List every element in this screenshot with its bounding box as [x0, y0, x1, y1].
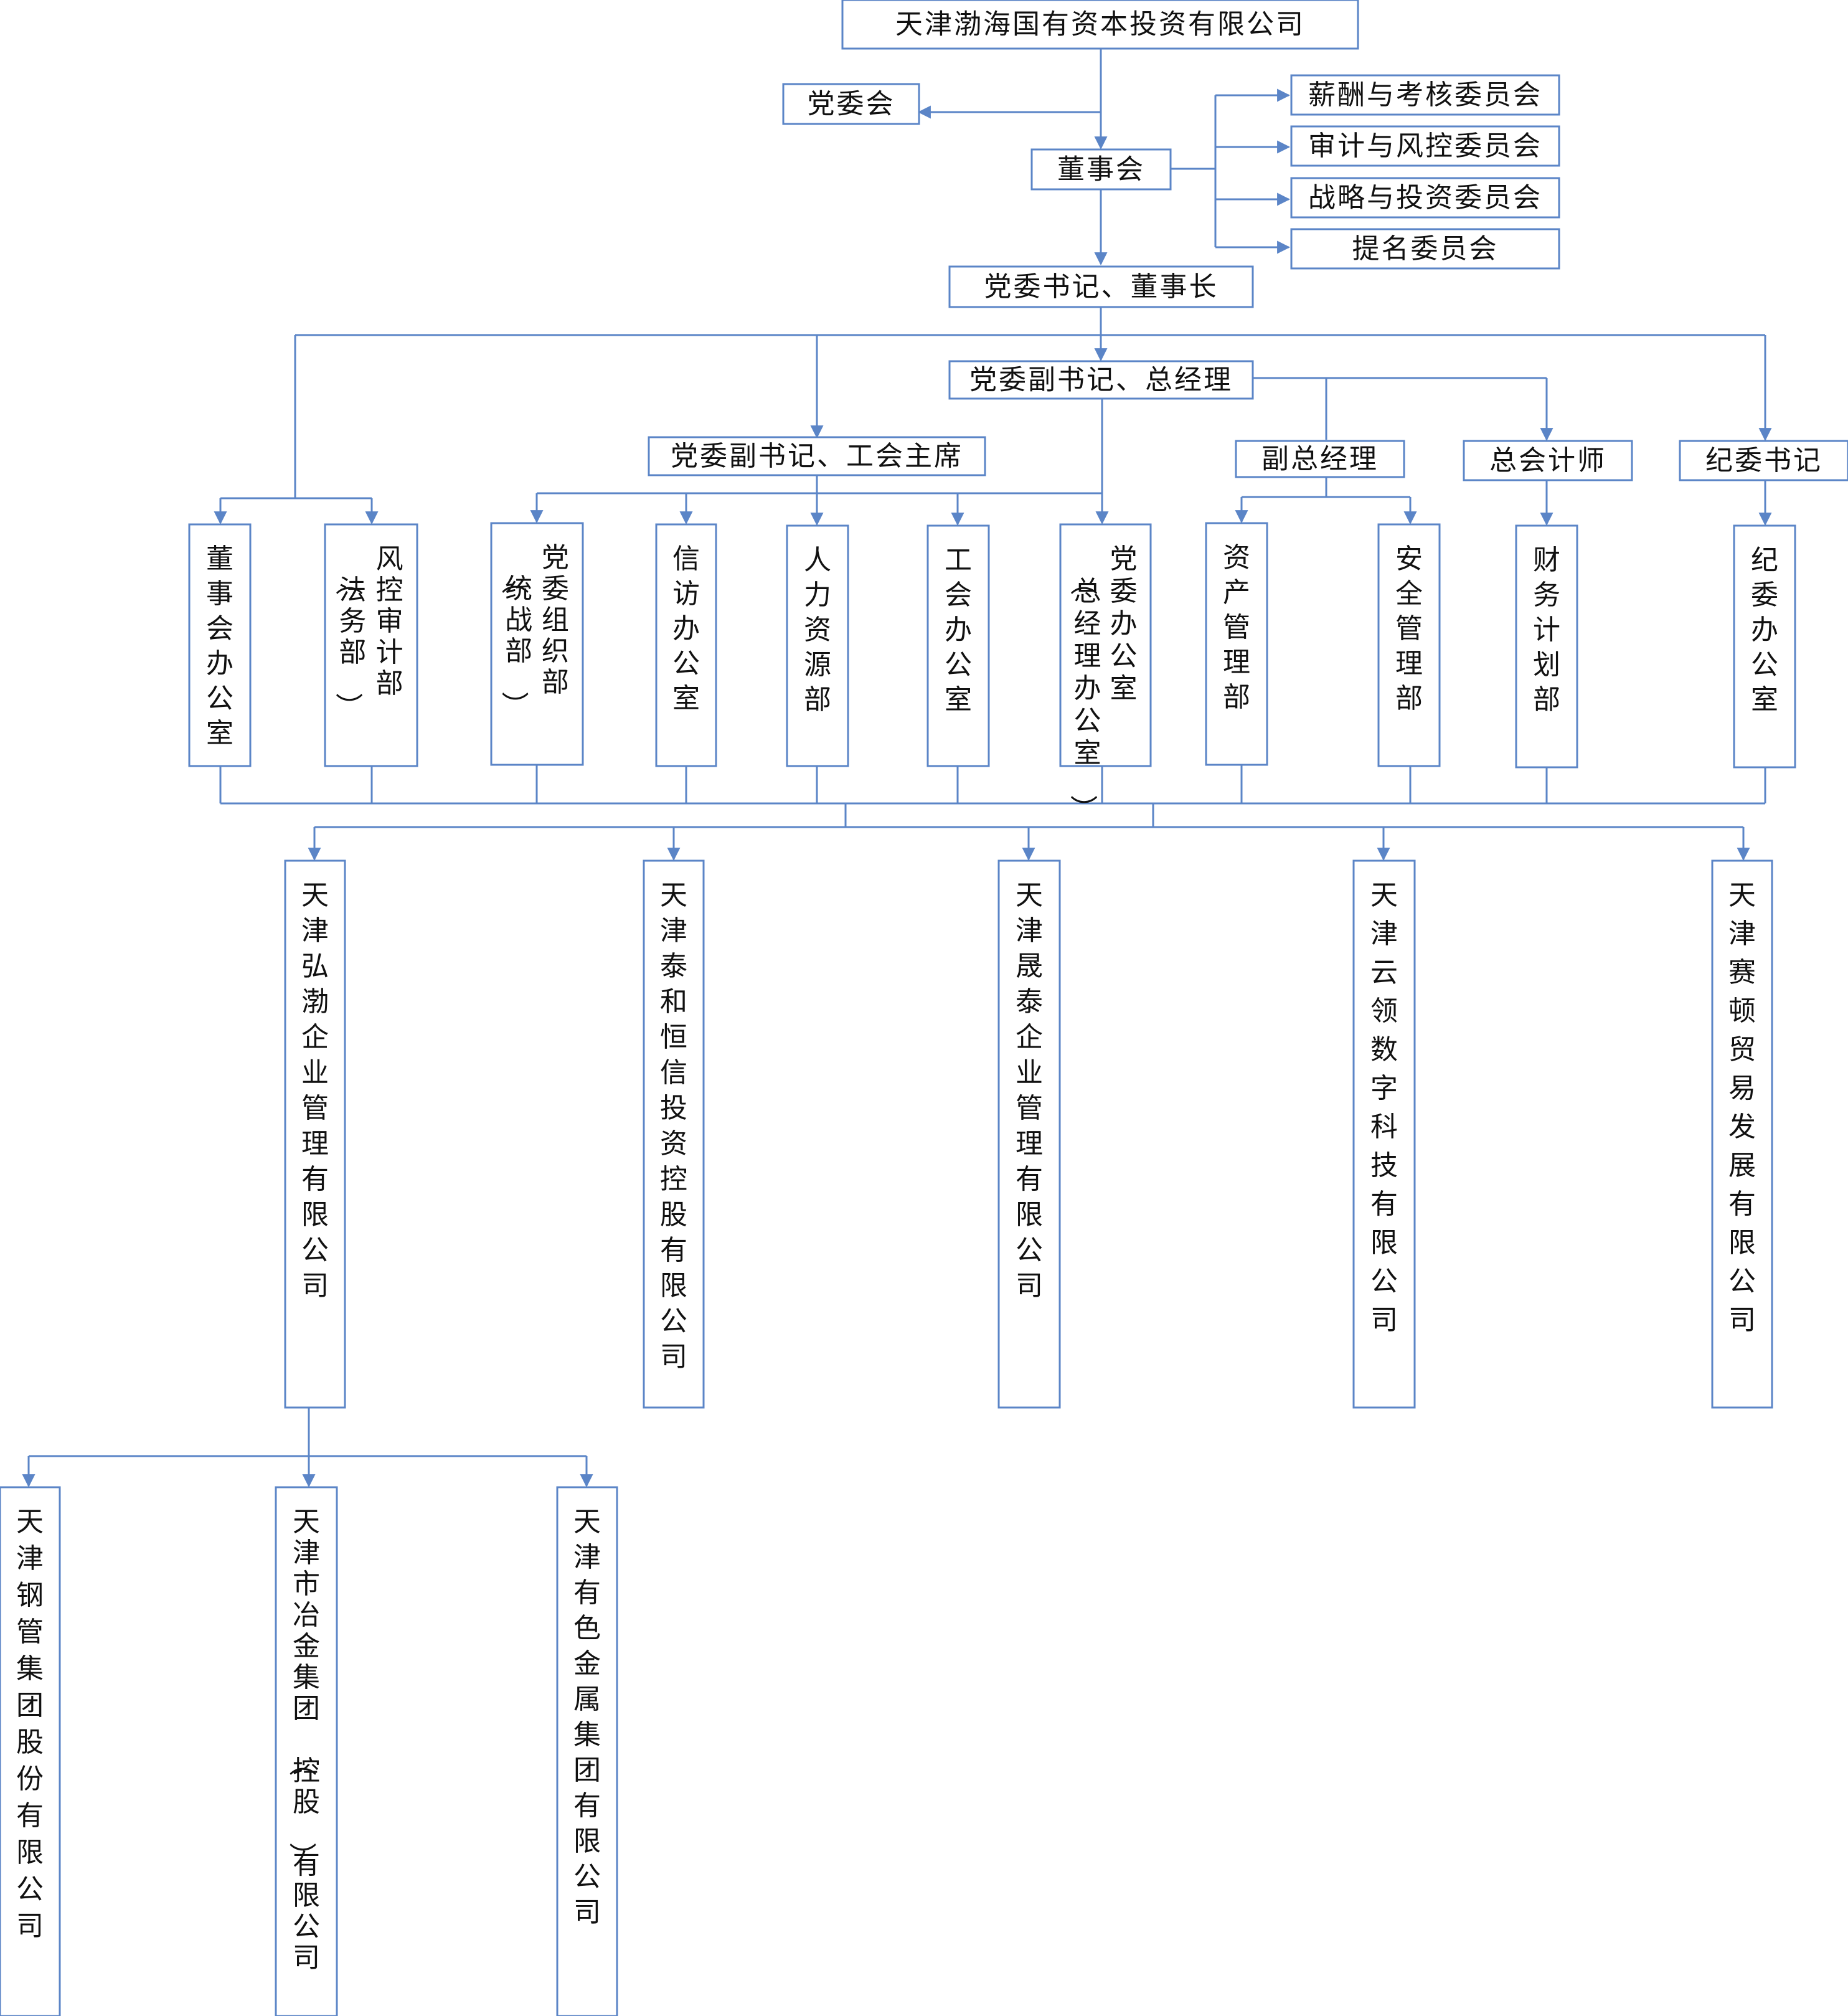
node-box	[556, 1486, 618, 2016]
node-label: 党委办公室（总经理办公室）	[1067, 543, 1138, 822]
node-box	[1030, 148, 1172, 191]
node-dept-petition: 信访办公室	[655, 523, 717, 767]
node-box	[1352, 859, 1416, 1409]
node-box	[1733, 524, 1796, 769]
node-dept-finance: 财务计划部	[1515, 524, 1578, 769]
node-deputy-secretary-union: 党委副书记、工会主席	[648, 436, 986, 476]
node-label: 董事会	[1057, 154, 1145, 186]
node-dept-discipline: 纪委办公室	[1733, 524, 1796, 769]
node-box	[1679, 440, 1848, 481]
node-box	[1515, 524, 1578, 769]
node-secretary-chairman: 党委书记、董事长	[948, 265, 1254, 308]
node-box	[786, 524, 849, 767]
node-box	[948, 360, 1254, 400]
node-label: 天津市冶金集团（控股）有限公司	[286, 1506, 320, 1974]
node-label: 副总经理	[1261, 443, 1379, 475]
node-discipline-secretary: 纪委书记	[1679, 440, 1848, 481]
node-label: 资产管理部	[1223, 542, 1250, 713]
node-label: 天津弘渤企业管理有限公司	[301, 879, 329, 1302]
node-label: 总会计师	[1489, 445, 1606, 476]
node-box	[1377, 523, 1441, 767]
node-box	[284, 859, 346, 1409]
node-box	[0, 1486, 61, 2016]
node-label: 党委副书记、工会主席	[671, 440, 963, 472]
node-box	[841, 0, 1359, 50]
node-box	[1463, 440, 1633, 481]
node-box	[948, 265, 1254, 308]
node-box	[1059, 523, 1152, 767]
node-dept-safety: 安全管理部	[1377, 523, 1441, 767]
node-box	[648, 436, 986, 476]
node-dept-assets: 资产管理部	[1205, 522, 1268, 766]
node-label: 党委书记、董事长	[984, 271, 1219, 303]
node-label: 风控审计部（法务部）	[332, 543, 403, 720]
node-company: 天津渤海国有资本投资有限公司	[841, 0, 1359, 50]
node-box	[1290, 177, 1560, 219]
node-label: 安全管理部	[1395, 543, 1423, 714]
connector-lines	[22, 49, 1772, 1488]
node-label: 党委组织部（统战部）	[498, 542, 569, 719]
node-label: 审计与风控委员会	[1308, 130, 1542, 162]
node-box	[643, 859, 705, 1409]
node-label: 党委会	[808, 88, 895, 120]
node-label: 薪酬与考核委员会	[1308, 79, 1542, 111]
node-box	[1290, 125, 1560, 167]
node-deputy-secretary-gm: 党委副书记、总经理	[948, 360, 1254, 400]
node-chief-accountant: 总会计师	[1463, 440, 1633, 481]
node-box	[275, 1486, 338, 2016]
node-box	[188, 523, 252, 767]
node-label: 天津渤海国有资本投资有限公司	[895, 9, 1305, 40]
node-label: 天津晟泰企业管理有限公司	[1016, 879, 1043, 1302]
node-sub-hongbo: 天津弘渤企业管理有限公司	[284, 859, 346, 1409]
node-deputy-gm: 副总经理	[1235, 440, 1405, 478]
node-label: 天津钢管集团股份有限公司	[16, 1506, 44, 1942]
node-label: 天津赛顿贸易发展有限公司	[1728, 879, 1756, 1336]
node-label: 纪委书记	[1705, 445, 1822, 476]
node-board: 董事会	[1030, 148, 1172, 191]
node-box	[1205, 522, 1268, 766]
node-label: 天津泰和恒信投资控股有限公司	[660, 879, 687, 1373]
node-sub-nonferrous: 天津有色金属集团有限公司	[556, 1486, 618, 2016]
node-sub-metallurgy: 天津市冶金集团（控股）有限公司	[275, 1486, 338, 2016]
node-label: 提名委员会	[1352, 233, 1499, 265]
node-box	[324, 523, 418, 767]
node-sub-taihe: 天津泰和恒信投资控股有限公司	[643, 859, 705, 1409]
node-label: 战略与投资委员会	[1308, 182, 1542, 214]
node-label: 党委副书记、总经理	[969, 364, 1233, 396]
node-dept-party-org: 党委组织部（统战部）	[490, 522, 584, 766]
node-sub-shengtai: 天津晟泰企业管理有限公司	[997, 859, 1061, 1409]
node-party-committee: 党委会	[782, 83, 920, 125]
node-label: 董事会办公室	[206, 543, 233, 749]
node-label: 信访办公室	[672, 543, 700, 714]
node-committee-salary: 薪酬与考核委员会	[1290, 74, 1560, 116]
node-sub-saidun: 天津赛顿贸易发展有限公司	[1711, 859, 1773, 1409]
node-box	[1711, 859, 1773, 1409]
node-dept-union-office: 工会办公室	[926, 524, 990, 767]
node-box	[1290, 74, 1560, 116]
node-dept-hr: 人力资源部	[786, 524, 849, 767]
node-sub-steel-pipe: 天津钢管集团股份有限公司	[0, 1486, 61, 2016]
node-box	[655, 523, 717, 767]
node-committee-audit: 审计与风控委员会	[1290, 125, 1560, 167]
node-label: 财务计划部	[1533, 544, 1560, 716]
node-box	[782, 83, 920, 125]
node-box	[490, 522, 584, 766]
node-box	[1290, 228, 1560, 270]
node-label: 工会办公室	[945, 544, 972, 716]
node-committee-strategy: 战略与投资委员会	[1290, 177, 1560, 219]
node-box	[1235, 440, 1405, 478]
node-dept-board-office: 董事会办公室	[188, 523, 252, 767]
node-dept-party-office: 党委办公室（总经理办公室）	[1059, 523, 1152, 822]
node-label: 天津云领数字科技有限公司	[1370, 879, 1398, 1336]
node-box	[997, 859, 1061, 1409]
node-dept-risk-audit: 风控审计部（法务部）	[324, 523, 418, 767]
node-label: 人力资源部	[804, 544, 831, 716]
node-sub-yunling: 天津云领数字科技有限公司	[1352, 859, 1416, 1409]
node-label: 纪委办公室	[1751, 544, 1778, 716]
node-label: 天津有色金属集团有限公司	[573, 1506, 601, 1928]
node-committee-nomination: 提名委员会	[1290, 228, 1560, 270]
node-box	[926, 524, 990, 767]
